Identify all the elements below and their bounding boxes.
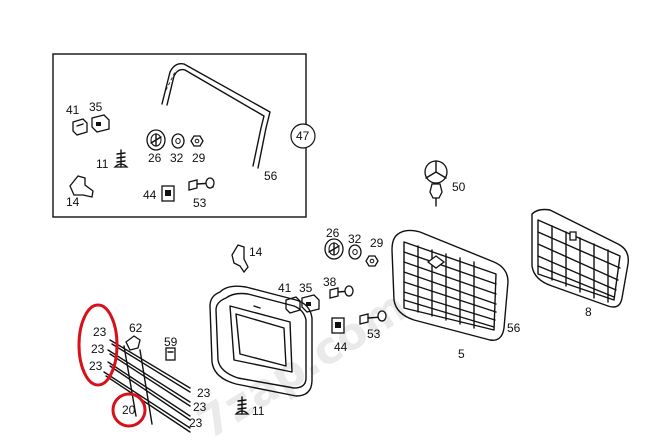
label-53-inset: 53 [193,196,207,210]
label-14-inset: 14 [66,195,80,209]
label-47-inset: 47 [296,129,310,143]
part-56-inset[interactable] [161,62,271,169]
label-29-inset: 29 [192,151,206,165]
label-23d: 23 [197,386,211,400]
label-23f: 23 [189,416,203,430]
part-29-inset[interactable] [190,135,204,147]
label-26-main: 26 [326,226,340,240]
label-11-inset: 11 [96,157,109,171]
part-53-inset[interactable] [188,177,215,191]
part-26-main[interactable] [324,238,344,260]
label-53-main: 53 [367,327,381,341]
label-5: 5 [458,347,465,361]
label-23b: 23 [91,342,105,356]
label-35-inset: 35 [89,100,103,114]
part-14-inset[interactable] [69,175,94,198]
part-35-inset[interactable] [91,114,110,133]
label-44-main: 44 [334,340,348,354]
label-41-inset: 41 [66,103,80,117]
highlight-23-group [77,303,119,387]
label-56-inset: 56 [264,169,278,183]
part-44-inset[interactable] [161,185,175,202]
part-38-bolt[interactable] [329,285,354,299]
part-41-inset[interactable] [72,118,88,136]
label-32-main: 32 [348,232,362,246]
part-grille-frame[interactable] [209,285,313,397]
label-62: 62 [129,321,143,335]
label-50: 50 [452,180,466,194]
label-44-inset: 44 [143,188,157,202]
label-32-inset: 32 [170,151,184,165]
part-8-grille[interactable] [531,208,629,308]
part-26-inset[interactable] [146,129,166,151]
label-29-main: 29 [370,236,384,250]
part-50-star[interactable] [424,160,448,207]
label-23c: 23 [89,359,103,373]
part-14-main[interactable] [231,244,249,274]
label-11-main: 11 [252,404,265,418]
part-11-inset[interactable] [113,149,129,168]
part-53-main[interactable] [359,310,387,325]
label-26-inset: 26 [148,151,162,165]
label-41-main: 41 [278,281,292,295]
part-62-clip[interactable] [125,335,141,351]
part-32-inset[interactable] [171,133,185,149]
highlight-20 [111,392,147,428]
label-20: 20 [122,403,136,417]
part-11-main[interactable] [234,396,250,415]
label-59: 59 [164,335,178,349]
part-23-strips[interactable] [103,339,191,433]
part-35-main[interactable] [301,294,320,313]
part-29-main[interactable] [365,255,379,267]
part-47-callout[interactable] [290,123,316,149]
part-32-main[interactable] [348,244,362,260]
part-59-clip[interactable] [165,347,176,361]
label-23a: 23 [93,325,107,339]
part-44-main[interactable] [331,317,345,334]
label-35-main: 35 [299,281,313,295]
label-38: 38 [323,275,337,289]
label-23e: 23 [193,400,207,414]
label-56-main: 56 [507,321,521,335]
part-5-grille[interactable] [391,229,509,341]
label-14-main: 14 [249,245,263,259]
label-8: 8 [585,305,592,319]
